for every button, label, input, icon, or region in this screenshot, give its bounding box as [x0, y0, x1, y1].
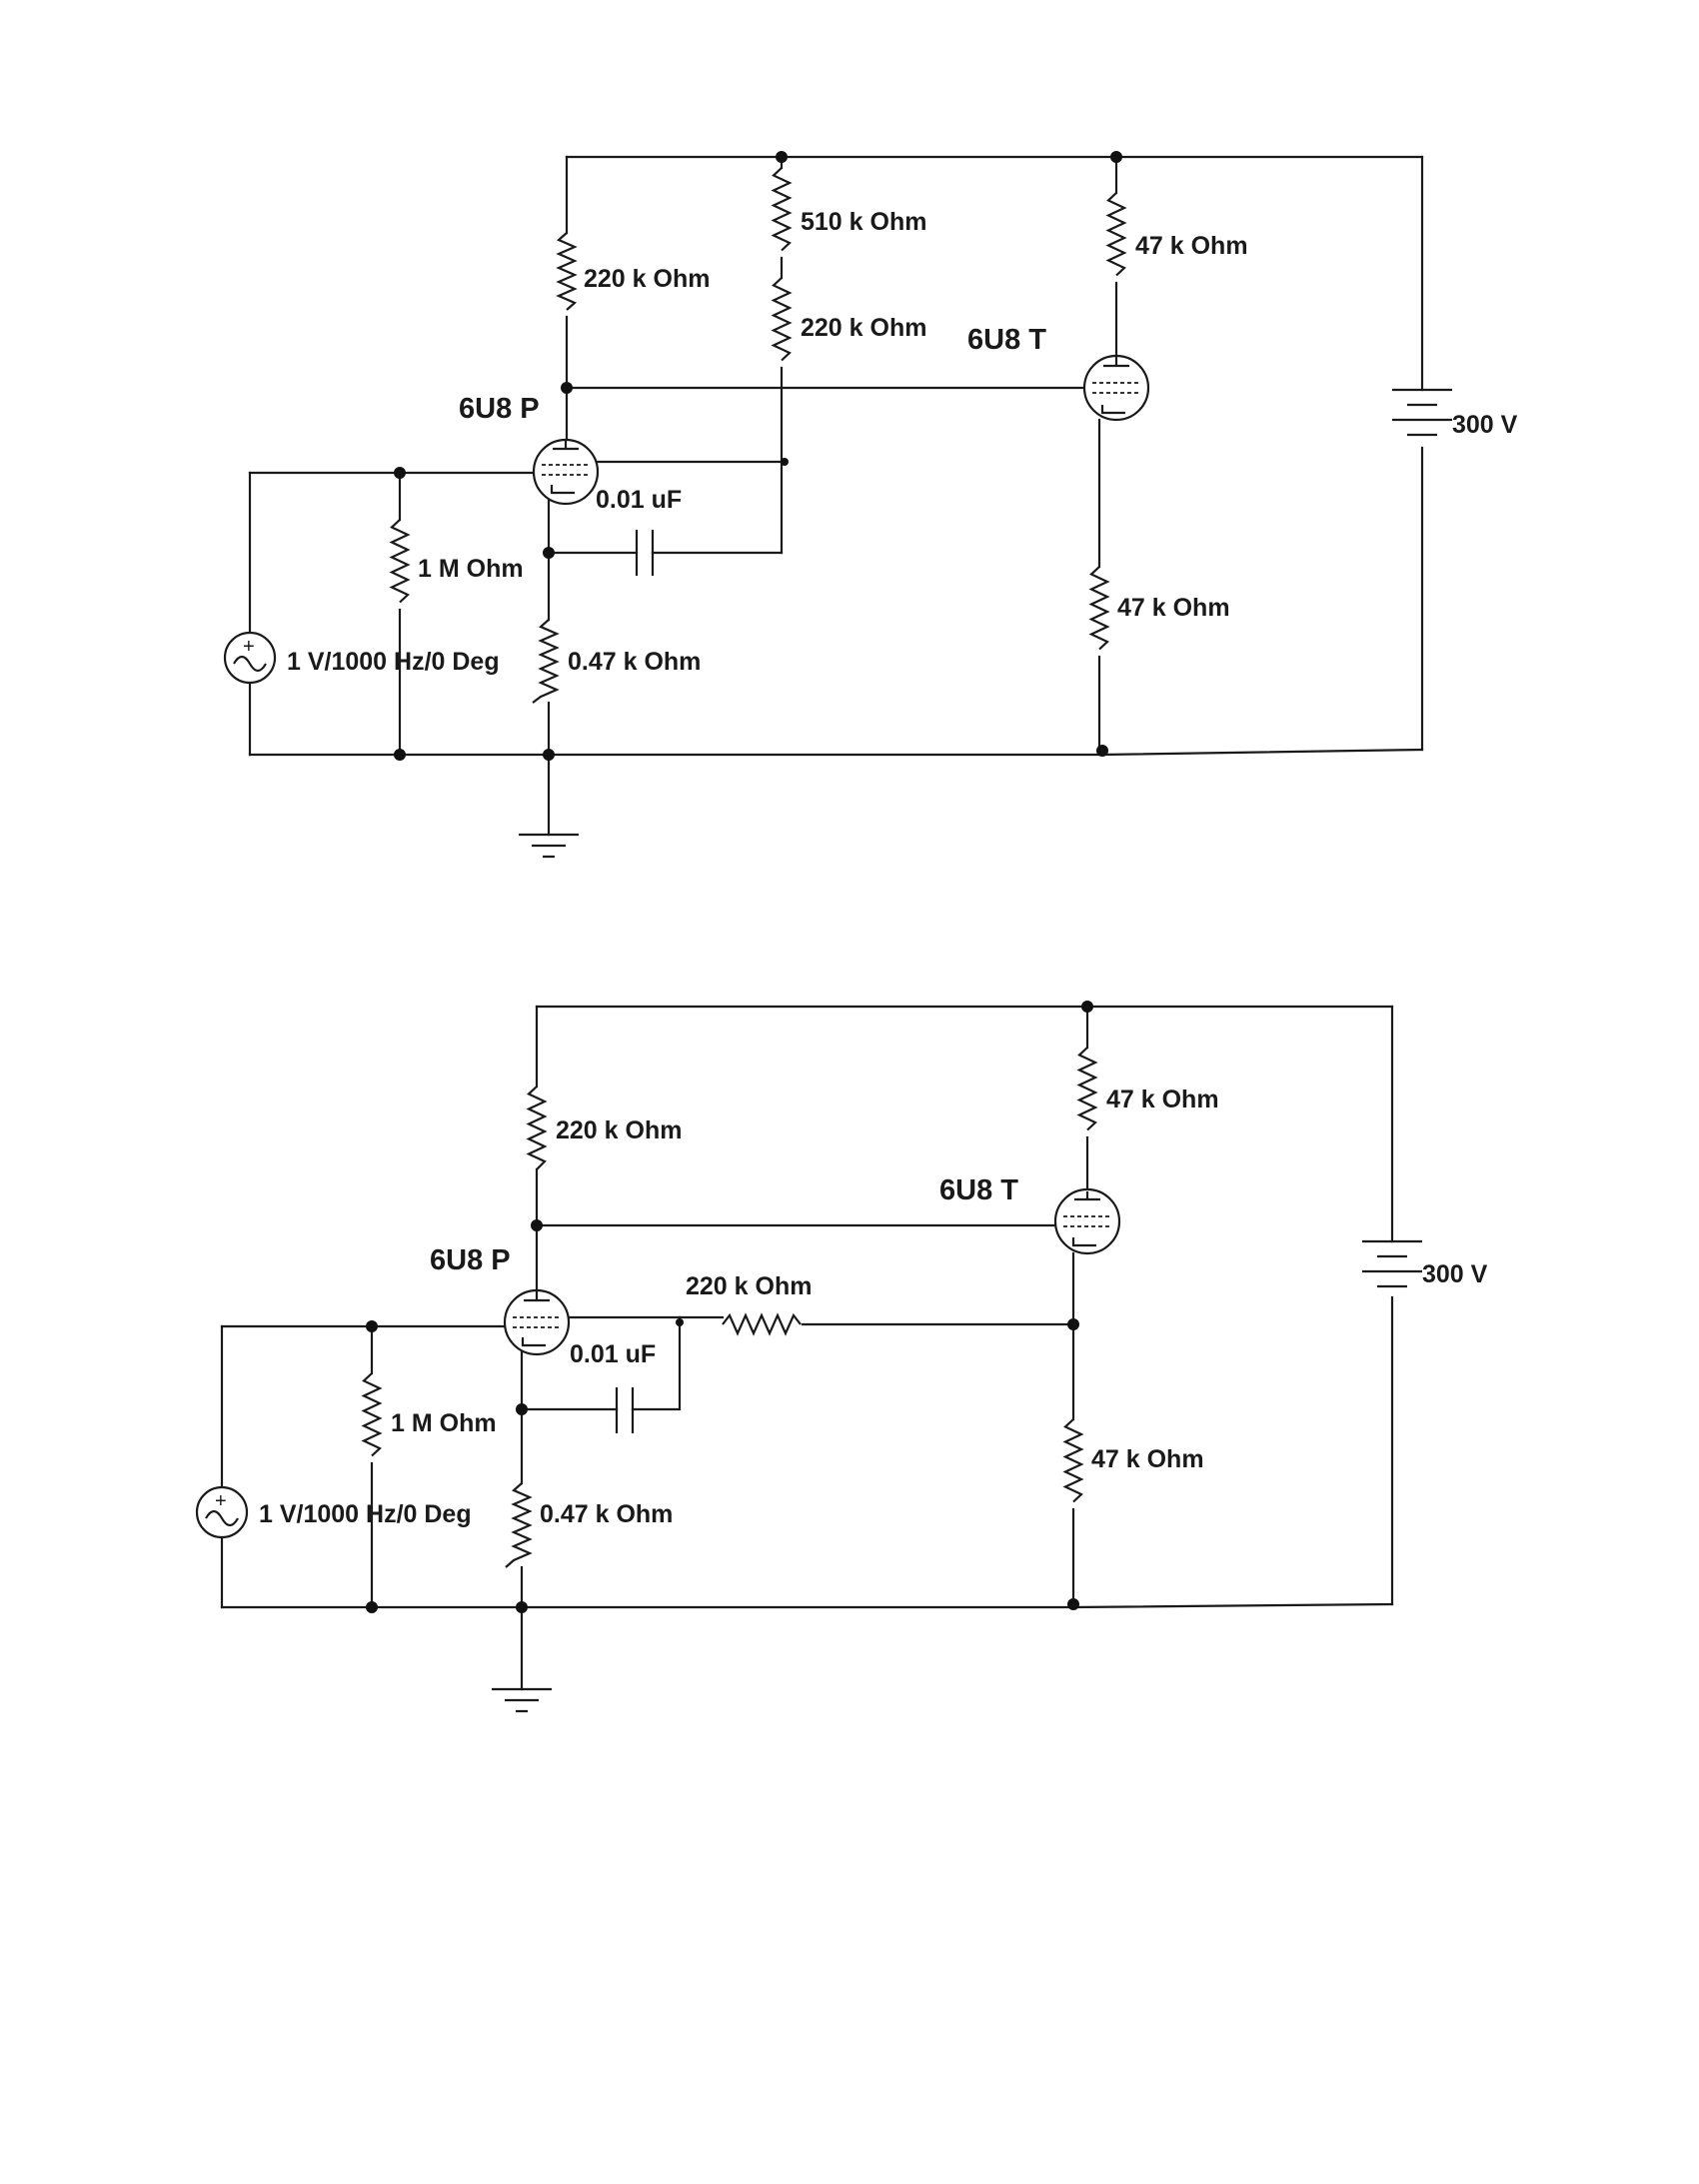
resistor-510k — [771, 167, 793, 252]
node — [543, 547, 555, 559]
source-plus: + — [243, 636, 255, 658]
label-tube-p: 6U8 P — [459, 393, 540, 425]
node — [676, 1318, 684, 1326]
resistor-047k — [532, 619, 560, 704]
node — [1096, 745, 1108, 757]
circuit-1: + 220 k Ohm 510 k Ohm 220 k O — [223, 151, 1518, 859]
label-cathode-resistor: 0.47 k Ohm — [568, 648, 701, 676]
source-plus: + — [215, 1490, 227, 1512]
label-220k-feedback: 220 k Ohm — [686, 1272, 812, 1300]
label-plate-resistor: 220 k Ohm — [556, 1116, 682, 1144]
resistor-47k-t-cathode — [1088, 566, 1110, 651]
ac-source: + — [195, 1485, 249, 1539]
label-cathode-resistor: 0.47 k Ohm — [540, 1500, 673, 1528]
capacitor-001uf — [635, 530, 655, 576]
node — [1067, 1318, 1079, 1330]
wire-bottom-rail — [248, 748, 1424, 757]
label-t-plate-resistor: 47 k Ohm — [1135, 232, 1248, 260]
label-510k: 510 k Ohm — [801, 208, 926, 236]
ac-source: + — [223, 631, 277, 685]
capacitor-001uf — [615, 1387, 635, 1433]
resistor-220k-plate — [556, 232, 578, 311]
node — [1110, 151, 1122, 163]
resistor-220k-plate — [526, 1086, 548, 1170]
label-tube-p: 6U8 P — [430, 1244, 511, 1276]
label-battery: 300 V — [1422, 1260, 1488, 1288]
resistor-1m — [389, 519, 411, 604]
battery-300v — [1392, 388, 1452, 437]
label-t-plate-resistor: 47 k Ohm — [1106, 1086, 1219, 1113]
resistor-047k — [505, 1482, 533, 1568]
resistor-220k-feedback — [722, 1312, 802, 1336]
wire-cap-return — [520, 1315, 682, 1411]
wire-bottom-rail — [220, 1602, 1394, 1609]
label-tube-t: 6U8 T — [967, 324, 1046, 356]
node — [516, 1403, 528, 1415]
label-tube-t: 6U8 T — [939, 1174, 1018, 1206]
node — [781, 458, 789, 466]
node — [776, 151, 788, 163]
node — [366, 1601, 378, 1613]
label-capacitor: 0.01 uF — [570, 1340, 656, 1368]
resistor-220k-feedback — [771, 277, 793, 362]
node — [1081, 1001, 1093, 1013]
wire-feedback-node — [551, 1315, 1075, 1326]
ground-symbol — [519, 833, 579, 859]
node — [543, 749, 555, 761]
ground-symbol — [492, 1687, 552, 1713]
label-1m: 1 M Ohm — [391, 1409, 497, 1437]
resistor-47k-t-plate — [1076, 1047, 1098, 1131]
node — [1067, 1598, 1079, 1610]
node — [394, 467, 406, 479]
battery-300v — [1362, 1239, 1422, 1288]
resistor-47k-t-cathode — [1062, 1418, 1084, 1503]
label-source: 1 V/1000 Hz/0 Deg — [287, 648, 500, 676]
circuit-2: + 220 k Ohm 47 k Ohm 6U8 T — [195, 1001, 1488, 1713]
node — [366, 1320, 378, 1332]
node — [531, 1219, 543, 1231]
label-source: 1 V/1000 Hz/0 Deg — [259, 1500, 472, 1528]
label-battery: 300 V — [1452, 411, 1518, 439]
resistor-1m — [361, 1372, 383, 1457]
node — [516, 1601, 528, 1613]
tube-6u8-t — [1082, 354, 1150, 422]
node — [394, 749, 406, 761]
tube-6u8-p — [532, 438, 600, 506]
label-plate-resistor: 220 k Ohm — [584, 265, 710, 293]
label-220k-feedback: 220 k Ohm — [801, 314, 926, 342]
label-t-cathode-resistor: 47 k Ohm — [1117, 594, 1230, 622]
wire-cathode — [547, 495, 784, 757]
resistor-47k-t-plate — [1105, 192, 1127, 277]
label-1m: 1 M Ohm — [418, 555, 524, 583]
tube-6u8-p — [503, 1288, 571, 1356]
label-capacitor: 0.01 uF — [596, 486, 682, 514]
tube-6u8-t — [1053, 1187, 1121, 1255]
label-t-cathode-resistor: 47 k Ohm — [1091, 1445, 1204, 1473]
node — [561, 382, 573, 394]
